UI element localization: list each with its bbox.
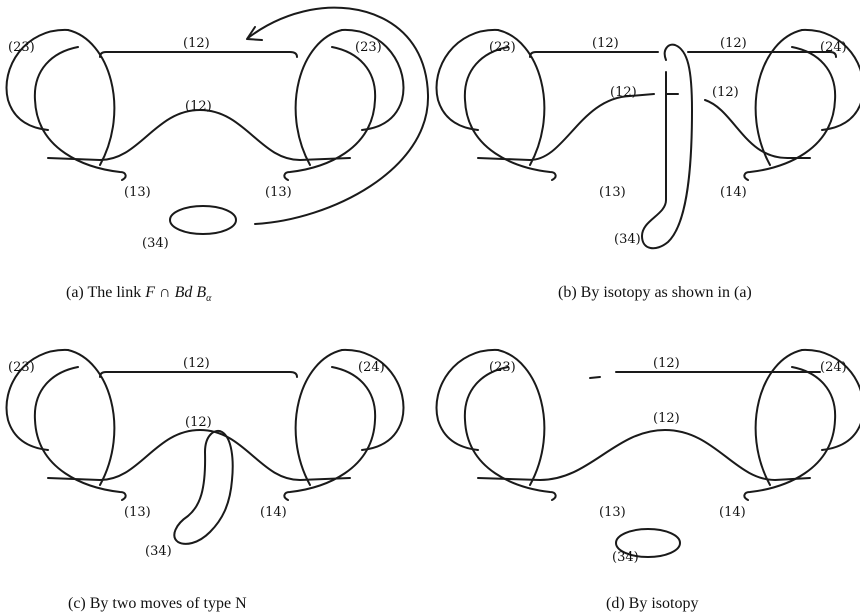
- left-outer-tail: [67, 29, 116, 166]
- middle-bridge: [477, 429, 811, 481]
- label-b-top-left: (12): [592, 36, 619, 51]
- label-d-bl: (13): [599, 505, 626, 520]
- label-c-br: (14): [260, 505, 287, 520]
- left-lobe-outer: [435, 348, 499, 451]
- label-c-tr: (24): [358, 360, 385, 375]
- left-lobe-outer: [435, 28, 499, 131]
- right-lobe-outer: [801, 348, 860, 451]
- label-b-mid-left: (12): [610, 85, 637, 100]
- label-b-small: (34): [614, 232, 641, 247]
- top-dash: [589, 376, 601, 379]
- middle-bridge-left: [477, 93, 655, 161]
- right-lobe-inner: [283, 366, 377, 501]
- label-a-tr: (23): [355, 40, 382, 55]
- label-b-br: (14): [720, 185, 747, 200]
- diagram-panel-a: [5, 6, 430, 235]
- label-d-mid: (12): [653, 411, 680, 426]
- small-loop-34: [615, 528, 681, 558]
- finger-loop: [641, 43, 693, 250]
- right-lobe-inner: [743, 46, 837, 181]
- isotopy-arrow: [247, 6, 430, 225]
- top-arc-left: [529, 51, 659, 58]
- label-d-br: (14): [719, 505, 746, 520]
- caption-c: (c) By two moves of type N: [68, 595, 247, 612]
- label-a-mid: (12): [185, 99, 212, 114]
- right-outer-tail: [754, 29, 803, 166]
- label-b-tr: (24): [820, 40, 847, 55]
- small-loop-34: [169, 205, 237, 235]
- right-outer-tail: [754, 349, 803, 486]
- caption-a-subscript: α: [206, 293, 212, 305]
- middle-bridge: [47, 109, 351, 161]
- left-outer-tail: [67, 349, 116, 486]
- arrow-head: [246, 26, 263, 41]
- caption-b: (b) By isotopy as shown in (a): [558, 284, 752, 301]
- label-d-small: (34): [612, 550, 639, 565]
- caption-a-formula: F ∩ Bd B: [145, 284, 207, 301]
- diagram-panel-b: [435, 28, 860, 250]
- label-c-top: (12): [183, 356, 210, 371]
- left-lobe-inner: [33, 46, 127, 181]
- label-c-mid: (12): [185, 415, 212, 430]
- diagram-panel-c: [5, 348, 405, 545]
- label-b-mid-right: (12): [712, 85, 739, 100]
- right-lobe-inner: [743, 366, 837, 501]
- top-arc-strand: [99, 51, 298, 58]
- middle-bridge-right: [704, 99, 811, 160]
- left-lobe-inner: [463, 366, 557, 501]
- label-a-top: (12): [183, 36, 210, 51]
- label-a-small: (34): [142, 236, 169, 251]
- label-c-small: (34): [145, 544, 172, 559]
- label-a-tl: (23): [8, 40, 35, 55]
- label-b-bl: (13): [599, 185, 626, 200]
- finger-loop: [173, 430, 234, 545]
- right-lobe-outer: [801, 28, 860, 131]
- right-outer-tail: [294, 349, 343, 486]
- middle-bridge: [47, 429, 351, 481]
- diagram-panel-d: [435, 348, 860, 558]
- left-lobe-inner: [33, 366, 127, 501]
- label-d-top: (12): [653, 356, 680, 371]
- label-d-tr: (24): [820, 360, 847, 375]
- label-c-bl: (13): [124, 505, 151, 520]
- top-arc-strand: [99, 371, 298, 378]
- right-lobe-inner: [283, 46, 377, 181]
- left-outer-tail: [497, 349, 546, 486]
- right-lobe-outer: [341, 28, 405, 131]
- left-lobe-outer: [5, 28, 69, 131]
- label-a-bl: (13): [124, 185, 151, 200]
- caption-d: (d) By isotopy: [606, 595, 699, 612]
- left-lobe-outer: [5, 348, 69, 451]
- label-d-tl: (23): [489, 360, 516, 375]
- top-arc-right: [687, 51, 837, 58]
- left-outer-tail: [497, 29, 546, 166]
- right-lobe-outer: [341, 348, 405, 451]
- right-outer-tail: [294, 29, 343, 166]
- label-a-br: (13): [265, 185, 292, 200]
- label-c-tl: (23): [8, 360, 35, 375]
- caption-a: (a) The link F ∩ Bd Bα: [66, 284, 212, 305]
- label-b-top-right: (12): [720, 36, 747, 51]
- left-lobe-inner: [463, 46, 557, 181]
- label-b-tl: (23): [489, 40, 516, 55]
